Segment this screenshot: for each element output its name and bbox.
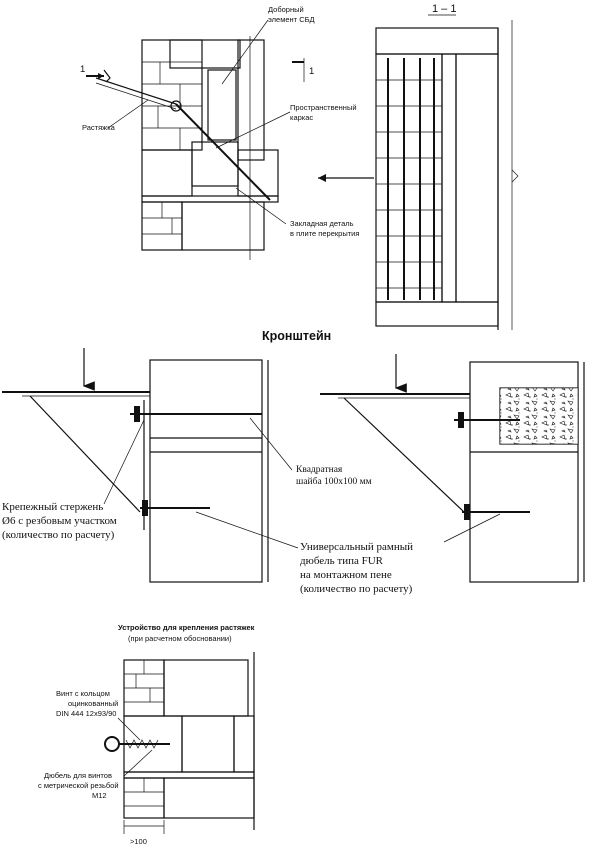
guy-wire (95, 77, 177, 105)
label-element-line2: элемент СБД (268, 15, 315, 24)
brick-courses-upper (142, 40, 202, 150)
section-insulation (441, 53, 457, 303)
washer-upper (134, 406, 140, 422)
section-masonry (375, 53, 443, 303)
bracket-wall-left (149, 359, 263, 583)
label-zakladnaya-line2: в плите перекрытия (290, 229, 359, 238)
section-1-1: 1 – 1 (318, 3, 519, 330)
section-outer-wall (455, 53, 499, 303)
embedded-rod (175, 103, 271, 201)
label-dowel-line1: Универсальный рамный (300, 541, 413, 553)
label-cut-right: 1 (309, 66, 314, 77)
leader-lines-device (117, 717, 153, 777)
bracket-wall-right (469, 361, 579, 583)
section-bottom-slab (375, 301, 499, 327)
label-cut-left: 1 (80, 64, 85, 75)
label-screw-line1: Винт с кольцом (56, 689, 110, 698)
slab-concrete-left (141, 149, 193, 197)
device-cross-block (181, 715, 235, 773)
device-detail (104, 652, 255, 834)
label-karkas-line1: Пространственный (290, 103, 357, 112)
wall-lower-hatch (181, 201, 265, 251)
section-brick-courses (376, 79, 442, 289)
eye-screw-ring-icon (104, 736, 120, 752)
section-top-slab (375, 27, 499, 55)
device-wall-upper (163, 659, 249, 717)
spatial-frame-block (191, 141, 239, 187)
label-screw-line3: DIN 444 12х93/90 (56, 709, 116, 718)
label-washer-line2: шайба 100х100 мм (296, 476, 372, 487)
label-dowel-line4: (количество по расчету) (300, 583, 413, 595)
device-slab-right (233, 715, 255, 773)
additional-element (207, 69, 237, 141)
label-washer-line1: Квадратная (296, 465, 343, 475)
label-device-dowel-line3: М12 (92, 791, 107, 800)
bracket-strut-right (343, 397, 465, 513)
screw-thread-icon (125, 739, 159, 749)
label-screw-line2: оцинкованный (68, 699, 118, 708)
bracket-title: Кронштейн (262, 329, 331, 343)
label-dowel-line3: на монтажном пене (300, 569, 392, 581)
section-title: 1 – 1 (432, 3, 456, 15)
section-cage-bars (387, 58, 435, 300)
device-title-line1: Устройство для крепления растяжек (118, 623, 255, 632)
leader-lines-top-left (107, 19, 291, 225)
label-rod-line3: (количество по расчету) (2, 529, 115, 541)
label-rod-line1: Крепежный стержень (2, 501, 103, 513)
bracket-strut-left (29, 395, 141, 513)
label-dowel-line2: дюбель типа FUR (300, 555, 384, 567)
wall-outer-hatch (237, 39, 265, 161)
label-element-line1: Доборный (268, 5, 304, 14)
brick-masonry-upper (141, 39, 203, 151)
dimension-label: >100 (130, 837, 147, 846)
label-rod-line2: Ø6 с резбовым участком (2, 515, 117, 527)
washer-lower (142, 500, 148, 516)
label-rastyazhka: Растяжка (82, 123, 116, 132)
wall-top-hatch (169, 39, 241, 69)
bracket-left-detail (2, 348, 269, 583)
top-left-detail: Доборный элемент СБД 1 1 Растяжка Простр… (80, 5, 359, 260)
label-karkas-line2: каркас (290, 113, 313, 122)
device-title-line2: (при расчетном обосновании) (128, 634, 232, 643)
slab-rebar-band (141, 195, 279, 203)
label-device-dowel-line1: Дюбель для винтов (44, 771, 112, 780)
device-wall-lower (163, 777, 255, 819)
label-device-dowel-line2: с метрической резьбой (38, 781, 119, 790)
bracket-right-detail (320, 354, 585, 583)
device-rebar-band (123, 771, 255, 779)
label-zakladnaya-line1: Закладная деталь (290, 219, 354, 228)
turnbuckle-icon (103, 69, 111, 83)
leader-lines-bracket (103, 417, 501, 549)
guy-wire-eye (170, 100, 182, 112)
